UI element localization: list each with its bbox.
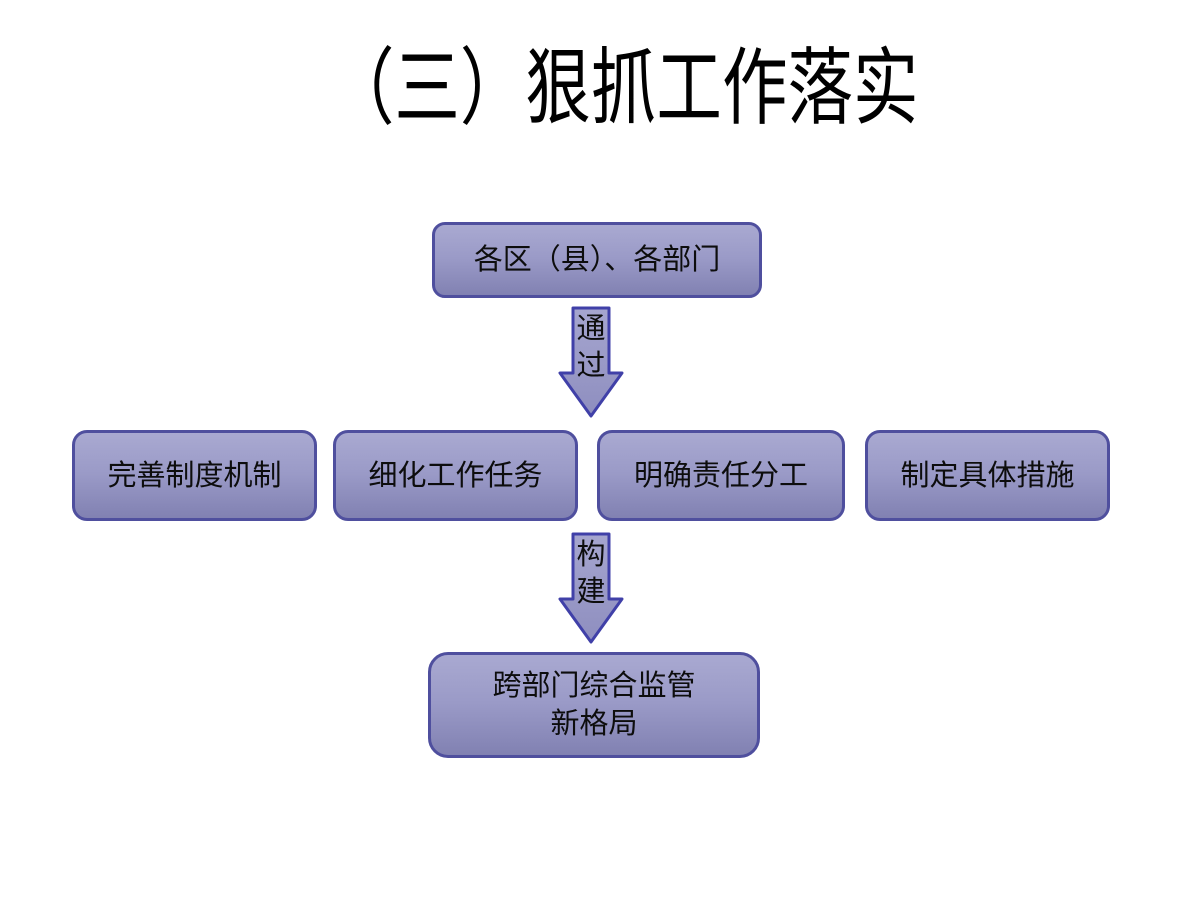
- flow-box-result-line-2: 新格局: [550, 708, 638, 740]
- down-arrow-icon-2: 构建: [558, 532, 624, 644]
- flow-box-measure-4-label: 制定具体措施: [900, 459, 1075, 492]
- down-arrow-2-label: 构建: [576, 539, 606, 608]
- down-arrow-1-label: 通过: [576, 313, 606, 382]
- flow-box-measure-4: 制定具体措施: [865, 430, 1110, 521]
- slide-title: （三）狠抓工作落实: [328, 43, 919, 136]
- flow-box-source: 各区（县）、各部门: [432, 222, 762, 298]
- flow-box-measure-2-label: 细化工作任务: [368, 459, 543, 492]
- flow-box-measure-2: 细化工作任务: [333, 430, 578, 521]
- down-arrow-icon-1: 通过: [558, 306, 624, 418]
- flow-box-measure-1: 完善制度机制: [72, 430, 317, 521]
- flow-box-measure-1-label: 完善制度机制: [107, 459, 282, 492]
- flow-box-measure-3: 明确责任分工: [597, 430, 845, 521]
- flow-box-result-line-1: 跨部门综合监管: [492, 670, 696, 702]
- flow-box-source-label: 各区（县）、各部门: [473, 244, 721, 276]
- flow-box-measure-3-label: 明确责任分工: [633, 459, 808, 492]
- flow-box-result: 跨部门综合监管 新格局: [428, 652, 760, 758]
